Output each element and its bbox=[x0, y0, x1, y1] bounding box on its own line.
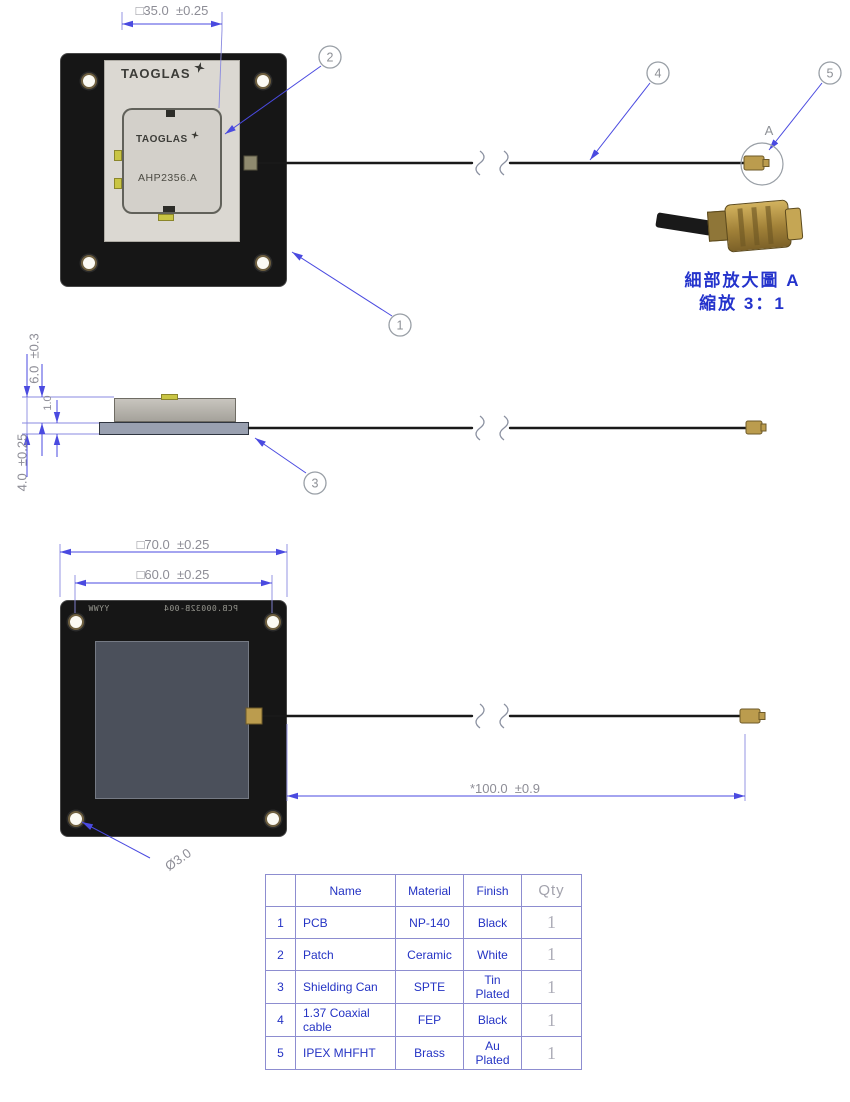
bom-header-finish: Finish bbox=[463, 874, 522, 907]
bom-cell-qty: 1 bbox=[521, 938, 582, 971]
bom-cell-id: 1 bbox=[265, 906, 296, 939]
bom-cell-material: Ceramic bbox=[395, 938, 464, 971]
callout-2: 2 bbox=[327, 51, 334, 65]
bom-table: Name Material Finish Qty 1 PCB NP-140 Bl… bbox=[265, 874, 582, 1070]
detail-photo-connector-body bbox=[724, 199, 792, 253]
bottom-patch-area bbox=[95, 641, 249, 799]
patch-logo: TAOGLAS bbox=[136, 131, 199, 145]
taoglas-star-icon bbox=[193, 62, 205, 73]
bom-cell-material: Brass bbox=[395, 1036, 464, 1070]
bom-header-material: Material bbox=[395, 874, 464, 907]
bom-cell-name: 1.37 Coaxial cable bbox=[295, 1003, 396, 1037]
dim-total-height: 6.0 ±0.3 bbox=[26, 333, 42, 384]
solder-pad bbox=[114, 178, 122, 189]
detail-photo-connector-tip bbox=[784, 207, 804, 241]
dim-pcb-outer: □70.0 ±0.25 bbox=[136, 537, 210, 552]
bom-row: 3 Shielding Can SPTE Tin Plated 1 bbox=[265, 970, 582, 1004]
pcb-part-number: PCB.00032B-004 bbox=[163, 604, 238, 613]
mounting-hole bbox=[81, 73, 97, 89]
solder-pad bbox=[158, 214, 174, 221]
detail-view-circle bbox=[740, 142, 784, 186]
mounting-hole bbox=[81, 255, 97, 271]
bom-cell-qty: 1 bbox=[521, 1036, 582, 1070]
bom-cell-id: 4 bbox=[265, 1003, 296, 1037]
bom-cell-id: 5 bbox=[265, 1036, 296, 1070]
bom-header-id bbox=[265, 874, 296, 907]
bom-cell-finish: Au Plated bbox=[463, 1036, 522, 1070]
mounting-hole bbox=[68, 614, 84, 630]
patch-logo-text: TAOGLAS bbox=[136, 134, 188, 145]
solder-pad bbox=[114, 150, 122, 161]
mounting-hole bbox=[68, 811, 84, 827]
mounting-hole bbox=[265, 614, 281, 630]
detail-view-scale: 縮放 3：1 bbox=[699, 294, 786, 313]
taoglas-logo: TAOGLAS bbox=[121, 62, 205, 81]
dim-patch-size: □35.0 ±0.25 bbox=[135, 3, 209, 18]
callout-4: 4 bbox=[655, 67, 662, 81]
bom-row: 4 1.37 Coaxial cable FEP Black 1 bbox=[265, 1003, 582, 1037]
bom-header-row: Name Material Finish Qty bbox=[265, 874, 582, 907]
bom-row: 2 Patch Ceramic White 1 bbox=[265, 938, 582, 971]
bom-header-name: Name bbox=[295, 874, 396, 907]
bom-cell-qty: 1 bbox=[521, 970, 582, 1004]
callout-5: 5 bbox=[827, 67, 834, 81]
dim-hole-spacing: □60.0 ±0.25 bbox=[136, 567, 210, 582]
ceramic-patch-outline bbox=[122, 108, 222, 214]
side-view-pcb bbox=[99, 422, 249, 435]
callout-1: 1 bbox=[397, 319, 404, 333]
cable-break-marks bbox=[475, 150, 509, 729]
pcb-silkscreen-marking: PCB.00032B-004 YYWW bbox=[88, 604, 238, 613]
connector-ridge bbox=[751, 207, 760, 246]
bom-cell-name: Patch bbox=[295, 938, 396, 971]
mounting-hole bbox=[265, 811, 281, 827]
bom-cell-name: PCB bbox=[295, 906, 396, 939]
bom-cell-name: Shielding Can bbox=[295, 970, 396, 1004]
feed-pad bbox=[163, 206, 175, 212]
bom-cell-qty: 1 bbox=[521, 1003, 582, 1037]
feed-pad bbox=[166, 110, 175, 117]
side-view-shielding-can bbox=[114, 398, 236, 422]
bom-cell-finish: Black bbox=[463, 906, 522, 939]
bom-cell-name: IPEX MHFHT bbox=[295, 1036, 396, 1070]
bom-row: 1 PCB NP-140 Black 1 bbox=[265, 906, 582, 939]
dim-hole-diameter: Ø3.0 bbox=[162, 845, 194, 874]
pcb-date-code: YYWW bbox=[88, 604, 110, 613]
bom-cell-material: NP-140 bbox=[395, 906, 464, 939]
dim-can-height: 4.0 ±0.25 bbox=[14, 433, 30, 492]
detail-reference-label: A bbox=[764, 123, 774, 138]
dim-pcb-thickness: 1.0 bbox=[42, 395, 54, 411]
coaxial-cable-lines bbox=[247, 161, 748, 718]
patch-star-icon bbox=[190, 131, 199, 139]
side-view-pad bbox=[161, 394, 178, 400]
callout-3: 3 bbox=[312, 477, 319, 491]
taoglas-logo-text: TAOGLAS bbox=[121, 66, 191, 81]
bom-cell-finish: White bbox=[463, 938, 522, 971]
ipex-connectors bbox=[243, 155, 770, 725]
connector-ridge bbox=[765, 205, 774, 245]
mounting-hole bbox=[255, 255, 271, 271]
bom-cell-finish: Black bbox=[463, 1003, 522, 1037]
bom-header-qty: Qty bbox=[521, 874, 582, 907]
mounting-hole bbox=[255, 73, 271, 89]
connector-ridge bbox=[737, 208, 746, 247]
patch-model-number: AHP2356.A bbox=[138, 172, 198, 184]
bom-cell-material: SPTE bbox=[395, 970, 464, 1004]
bom-cell-id: 2 bbox=[265, 938, 296, 971]
bom-cell-finish: Tin Plated bbox=[463, 970, 522, 1004]
bom-cell-id: 3 bbox=[265, 970, 296, 1004]
bom-cell-qty: 1 bbox=[521, 906, 582, 939]
detail-view-title: 細部放大圖 A bbox=[684, 271, 801, 290]
bom-cell-material: FEP bbox=[395, 1003, 464, 1037]
bom-row: 5 IPEX MHFHT Brass Au Plated 1 bbox=[265, 1036, 582, 1070]
dim-cable-length: *100.0 ±0.9 bbox=[469, 781, 541, 796]
